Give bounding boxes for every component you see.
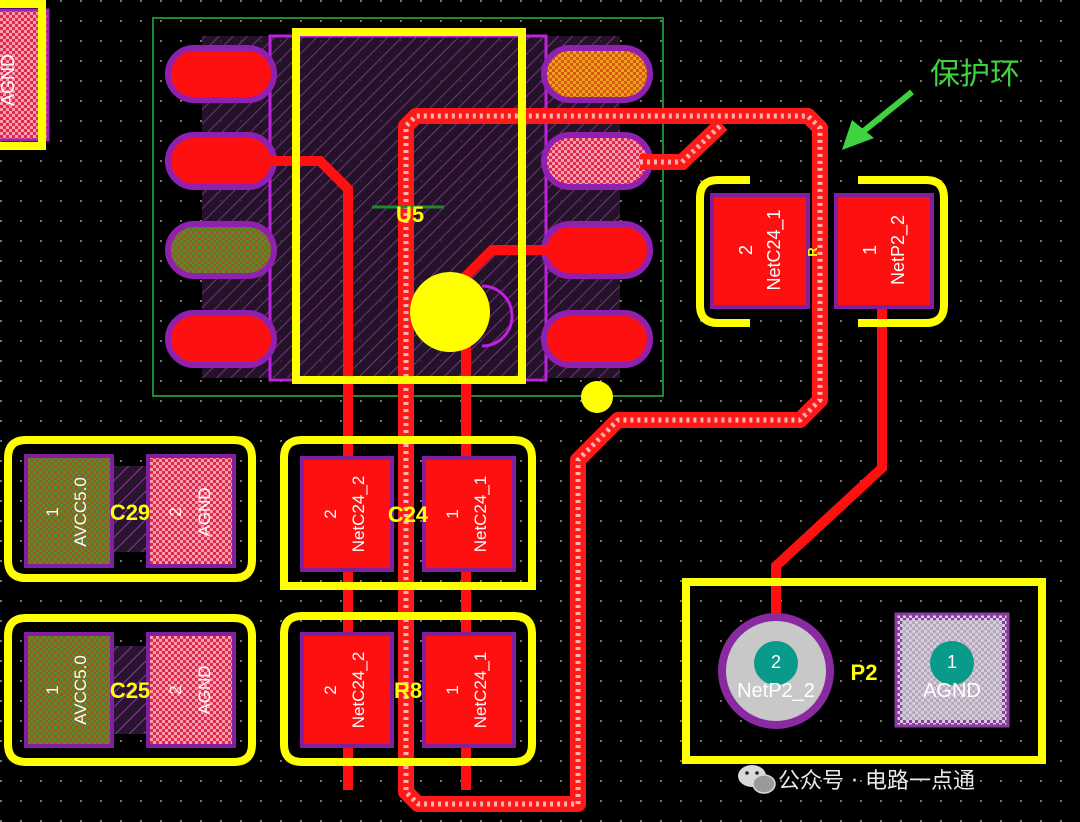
pad-pin-number: 2 [321,685,340,694]
r8-pad-1[interactable] [422,632,516,748]
fiducial-dot [581,381,613,413]
u5-pad-1[interactable] [165,45,277,103]
pad-pin-number: 1 [43,685,62,694]
c24-designator: C24 [388,502,429,527]
r8-footprint[interactable]: R8 2 NetC24_2 1 NetC24_1 [280,612,536,766]
c29-pad-2[interactable] [146,454,236,568]
pad-pin-number: 1 [43,507,62,516]
u5-designator: U5 [396,202,424,227]
u5-pad-5[interactable] [541,310,653,368]
pad-pin-number: 2 [321,509,340,518]
r-small-designator: R [805,247,820,257]
pad-net-label: AGND [923,680,981,702]
wechat-icon [738,765,776,794]
pad-net-label: AVCC5.0 [71,477,90,547]
r-pad-2[interactable] [710,193,810,309]
pad-net-label: NetC24_2 [349,652,368,729]
u5-pad-4[interactable] [165,310,277,368]
guard-ring[interactable] [398,108,828,812]
u5-pad-8[interactable] [541,45,653,103]
pad-net-label: NetC24_2 [349,476,368,553]
pad-net-label: NetC24_1 [764,209,785,290]
p2-pad-2-hole [754,641,798,685]
pad-net-label: AGND [195,487,214,536]
r-pad-1[interactable] [834,193,934,309]
p2-footprint[interactable]: P2 2 NetP2_2 1 AGND [682,578,1046,764]
u5-silkscreen: U5 [292,28,613,413]
r8-designator: R8 [394,678,422,703]
guard-ring-annotation: 保护环 [842,57,1020,150]
p2-silkscreen [682,578,1046,764]
pad-net-label: AGND [0,54,18,106]
watermark: 公众号 · 电路一点通 [738,765,975,794]
pad-pin-number: 1 [443,509,462,518]
pad-pin-number: 2 [771,652,781,672]
c24-pad-2[interactable] [300,456,394,572]
c29-pad-1[interactable] [24,454,114,568]
p2-pad-1-hole [930,641,974,685]
pad-net-label: AGND [195,665,214,714]
c25-footprint[interactable]: C25 1 AVCC5.0 2 AGND [4,614,256,766]
partial-component-topleft[interactable]: AGND [0,0,50,150]
pad-net-label: AVCC5.0 [71,655,90,725]
pad-net-label: NetP2_2 [737,680,815,702]
u5-pad-3[interactable] [165,221,277,279]
c25-designator: C25 [110,678,150,703]
pin1-marker-dot [410,272,490,352]
annotation-arrow-icon [842,89,914,150]
r-small-footprint[interactable]: R 2 NetC24_1 1 NetP2_2 [696,176,948,327]
pad-net-label: NetP2_2 [888,215,909,285]
pad-pin-number: 2 [166,507,185,516]
pad-net-label: NetC24_1 [471,476,490,553]
pad-net-label: NetC24_1 [471,652,490,729]
u5-pad-7[interactable] [541,132,653,190]
watermark-text: 公众号 · 电路一点通 [778,769,975,794]
p2-designator: P2 [851,660,878,685]
pad-pin-number: 1 [443,685,462,694]
c25-pad-2[interactable] [146,632,236,748]
c29-designator: C29 [110,500,150,525]
annotation-label: 保护环 [930,57,1020,92]
c24-pad-1[interactable] [422,456,516,572]
r8-pad-2[interactable] [300,632,394,748]
c25-pad-1[interactable] [24,632,114,748]
c29-footprint[interactable]: C29 1 AVCC5.0 2 AGND [4,436,256,582]
c24-footprint[interactable]: C24 2 NetC24_2 1 NetC24_1 [280,436,536,590]
pad-pin-number: 1 [947,652,957,672]
pad-pin-number: 1 [860,245,880,255]
pad-pin-number: 2 [736,245,756,255]
pad-pin-number: 2 [166,685,185,694]
